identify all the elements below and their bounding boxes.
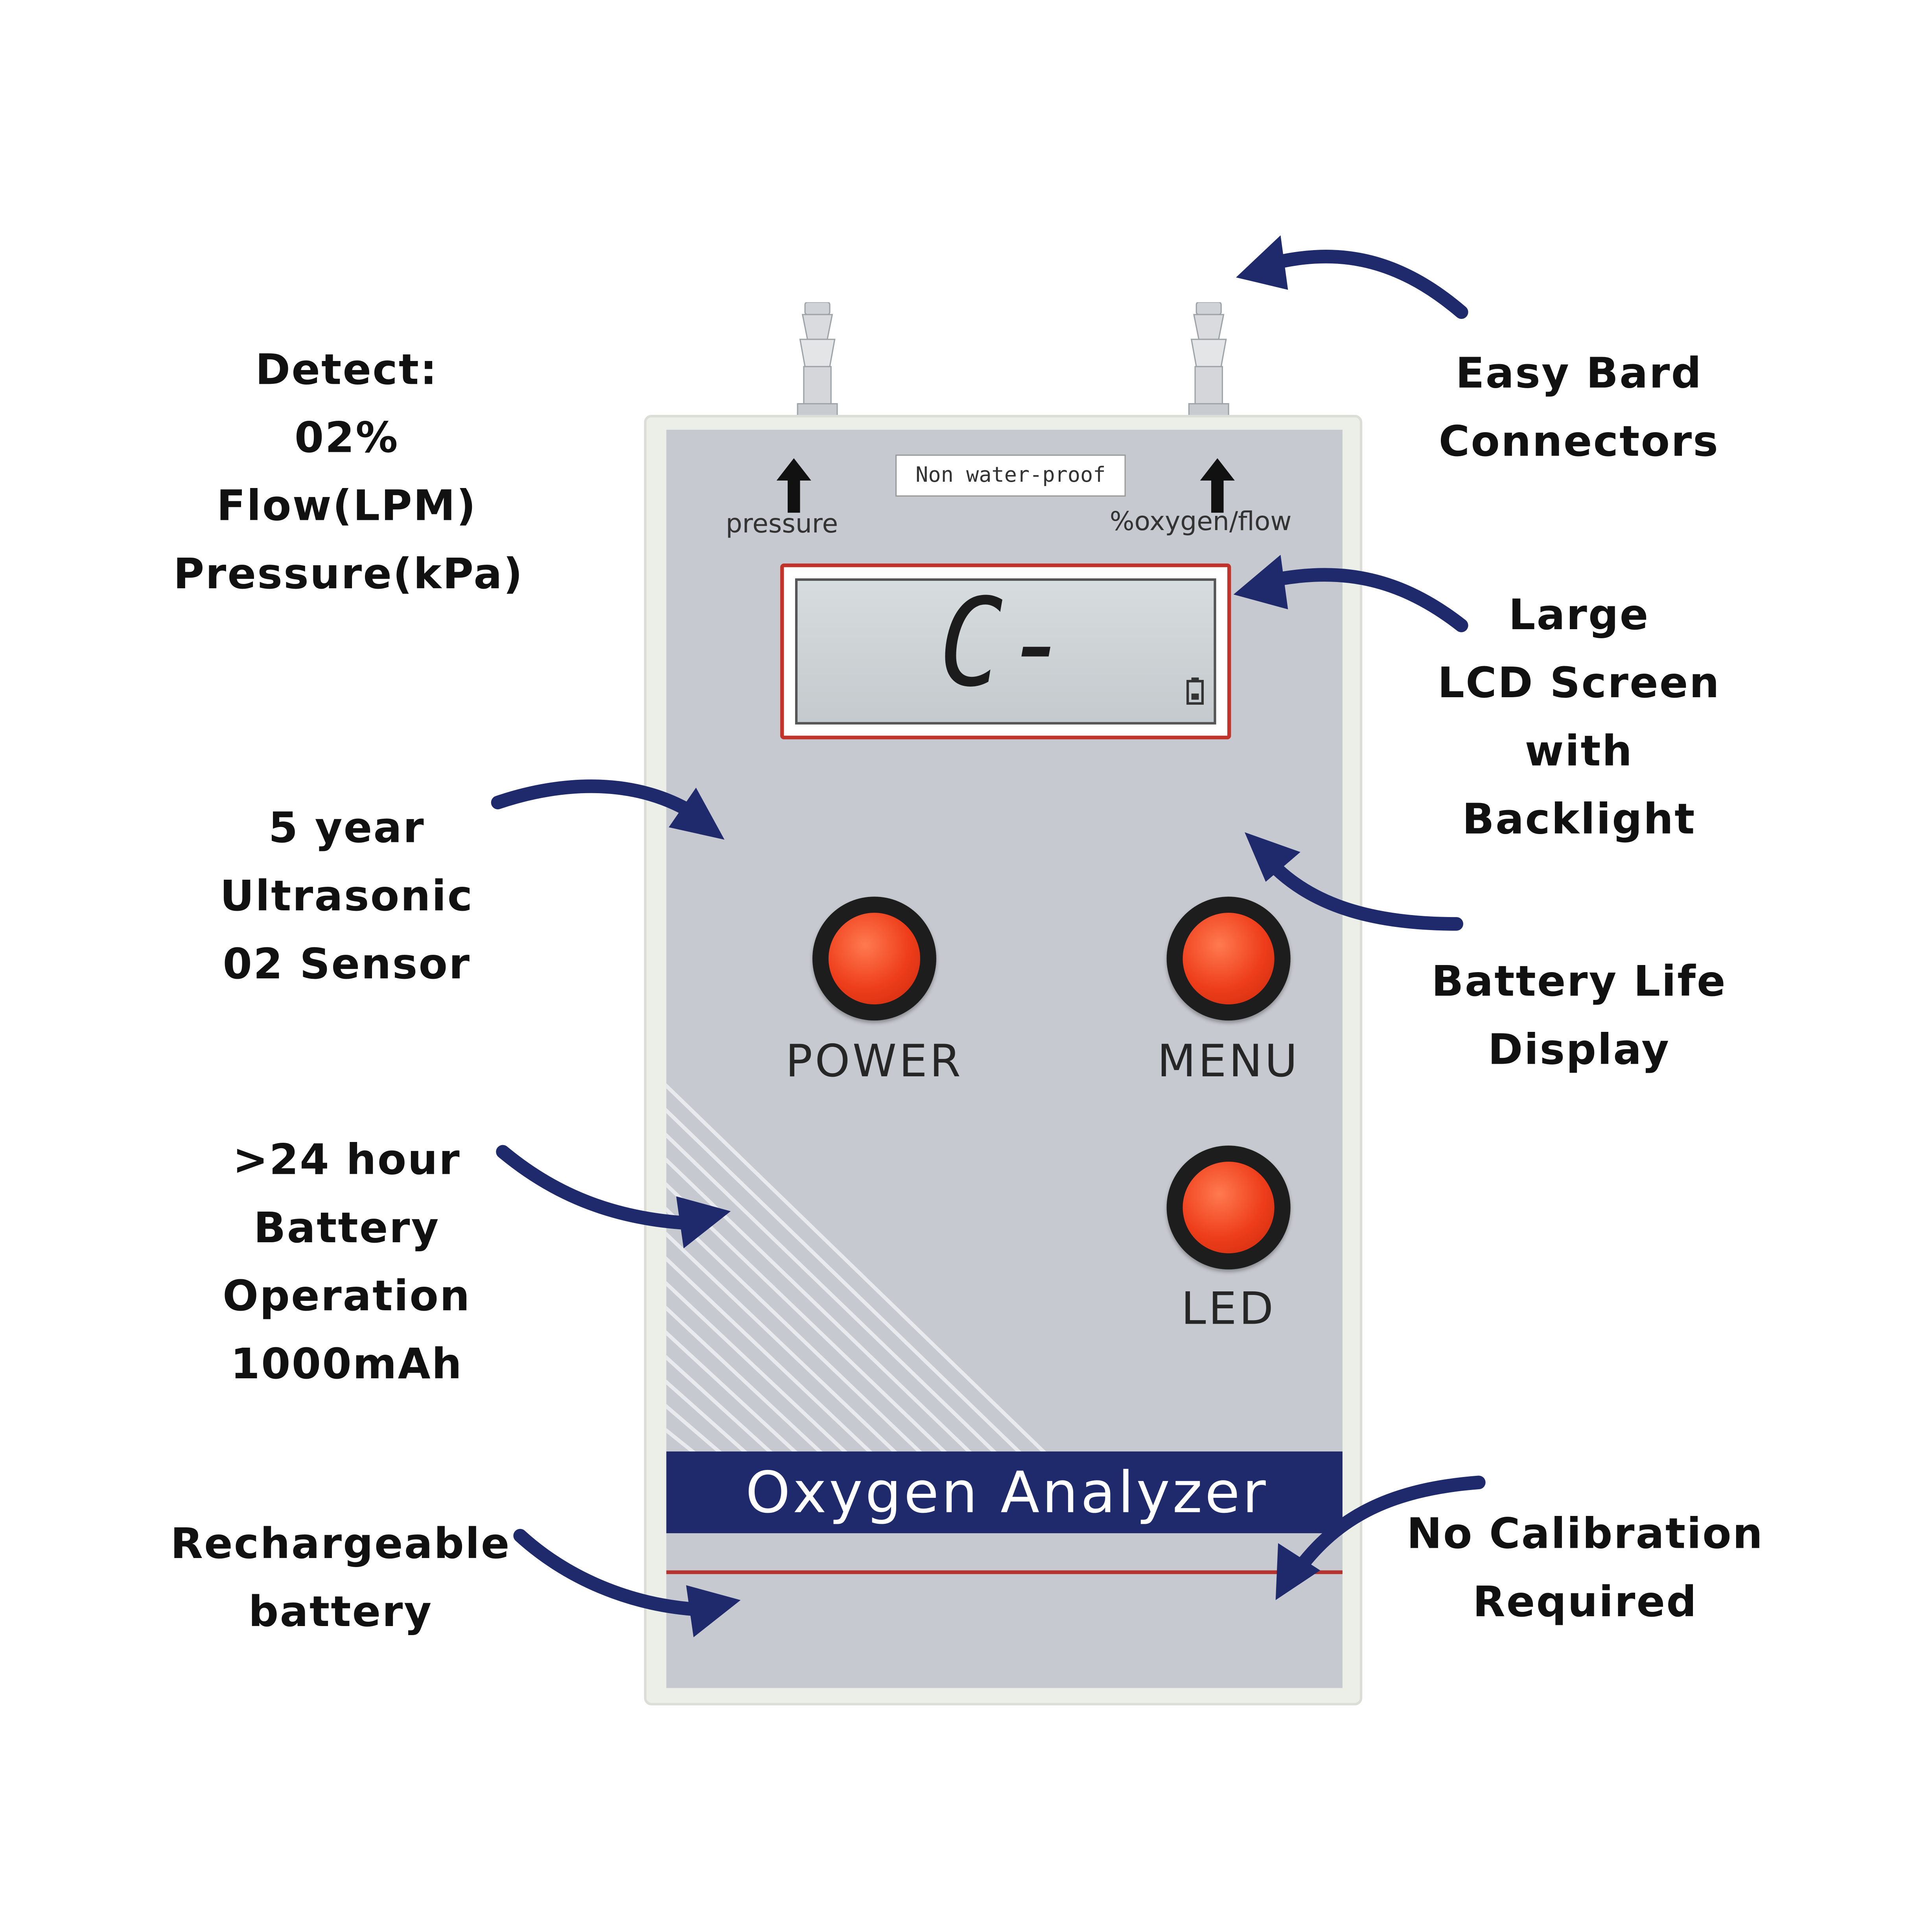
curved-arrow-icon [686,1585,741,1637]
port-label-pressure: pressure [726,509,838,539]
callout-line: 02 Sensor [223,940,471,990]
curved-arrow-icon [1275,1543,1321,1600]
diagonal-stripes-decoration [666,1061,1063,1452]
callout-line: No Calibration [1407,1510,1764,1560]
callout-line: Rechargeable [170,1519,511,1569]
curved-arrow-icon [1259,250,1468,319]
curved-arrow-icon [1256,847,1463,931]
callout-line: Pressure(kPa) [173,550,524,600]
menu-button-label: MENU [1157,1037,1300,1088]
curved-arrow-icon [669,787,725,840]
curved-arrow-icon [491,779,703,822]
power-button-label: POWER [785,1037,963,1088]
callout-connectors: Easy Bard Connectors [1406,341,1753,477]
callout-line: 1000mAh [230,1340,463,1390]
callout-detect: Detect: 02% Flow(LPM) Pressure(kPa) [173,337,524,610]
curved-arrow-icon [496,1145,707,1230]
lcd-screen-frame: C--21.0 [780,563,1231,740]
callout-line: 5 year [268,803,425,853]
front-panel: Non water-proof pressure %oxygen/flow C-… [666,429,1343,1688]
callout-calibration: No Calibration Required [1400,1501,1771,1637]
callout-line: Battery [254,1204,440,1254]
curved-arrow-icon [1287,1475,1486,1582]
menu-button-cap[interactable] [1182,913,1274,1005]
curved-arrow-icon [1245,832,1300,882]
callout-line: Ultrasonic [220,872,474,922]
curved-arrow-icon [676,1196,731,1249]
callout-line: Display [1488,1025,1670,1075]
callout-lcd: Large LCD Screen with Backlight [1406,582,1753,855]
power-button-cap[interactable] [828,913,920,1005]
menu-button[interactable] [1166,897,1291,1021]
led-button[interactable] [1166,1146,1291,1270]
callout-line: with [1525,727,1634,777]
callout-line: >24 hour [232,1135,461,1185]
curved-arrow-icon [513,1529,715,1617]
led-button-cap[interactable] [1182,1162,1274,1254]
callout-line: Backlight [1462,795,1696,845]
callout-line: 02% [294,413,399,463]
callout-line: Required [1473,1578,1698,1628]
callout-battery-life: Battery Life Display [1406,949,1753,1085]
callout-line: Detect: [255,345,438,395]
port-label-oxygen-flow: %oxygen/flow [1109,506,1292,536]
callout-line: Connectors [1438,417,1720,467]
curved-arrow-icon [1233,554,1288,610]
up-arrow-icon [1200,458,1235,513]
device-title-bar: Oxygen Analyzer [666,1451,1343,1533]
callout-sensor: 5 year Ultrasonic 02 Sensor [173,795,520,1000]
curved-arrow-icon [1256,568,1468,632]
lcd-reading: C--21.0 [840,578,1170,722]
oxygen-analyzer-device: Non water-proof pressure %oxygen/flow C-… [644,415,1363,1705]
up-arrow-icon [776,458,811,513]
battery-icon [1186,677,1204,705]
callout-line: Flow(LPM) [216,482,477,532]
warning-tag: Non water-proof [895,454,1126,497]
power-button[interactable] [812,897,936,1021]
callout-battery-operation: >24 hour Battery Operation 1000mAh [173,1127,520,1400]
callout-line: Battery Life [1431,957,1727,1007]
callout-line: Large [1508,591,1650,641]
red-divider-line [666,1570,1343,1574]
callout-line: LCD Screen [1437,659,1721,709]
curved-arrow-icon [1236,235,1288,290]
callout-line: battery [248,1588,433,1637]
callout-line: Operation [223,1272,471,1322]
callout-rechargeable: Rechargeable battery [161,1511,520,1647]
callout-line: Easy Bard [1455,349,1703,399]
lcd-screen: C--21.0 [795,578,1216,725]
led-button-label: LED [1181,1284,1276,1335]
